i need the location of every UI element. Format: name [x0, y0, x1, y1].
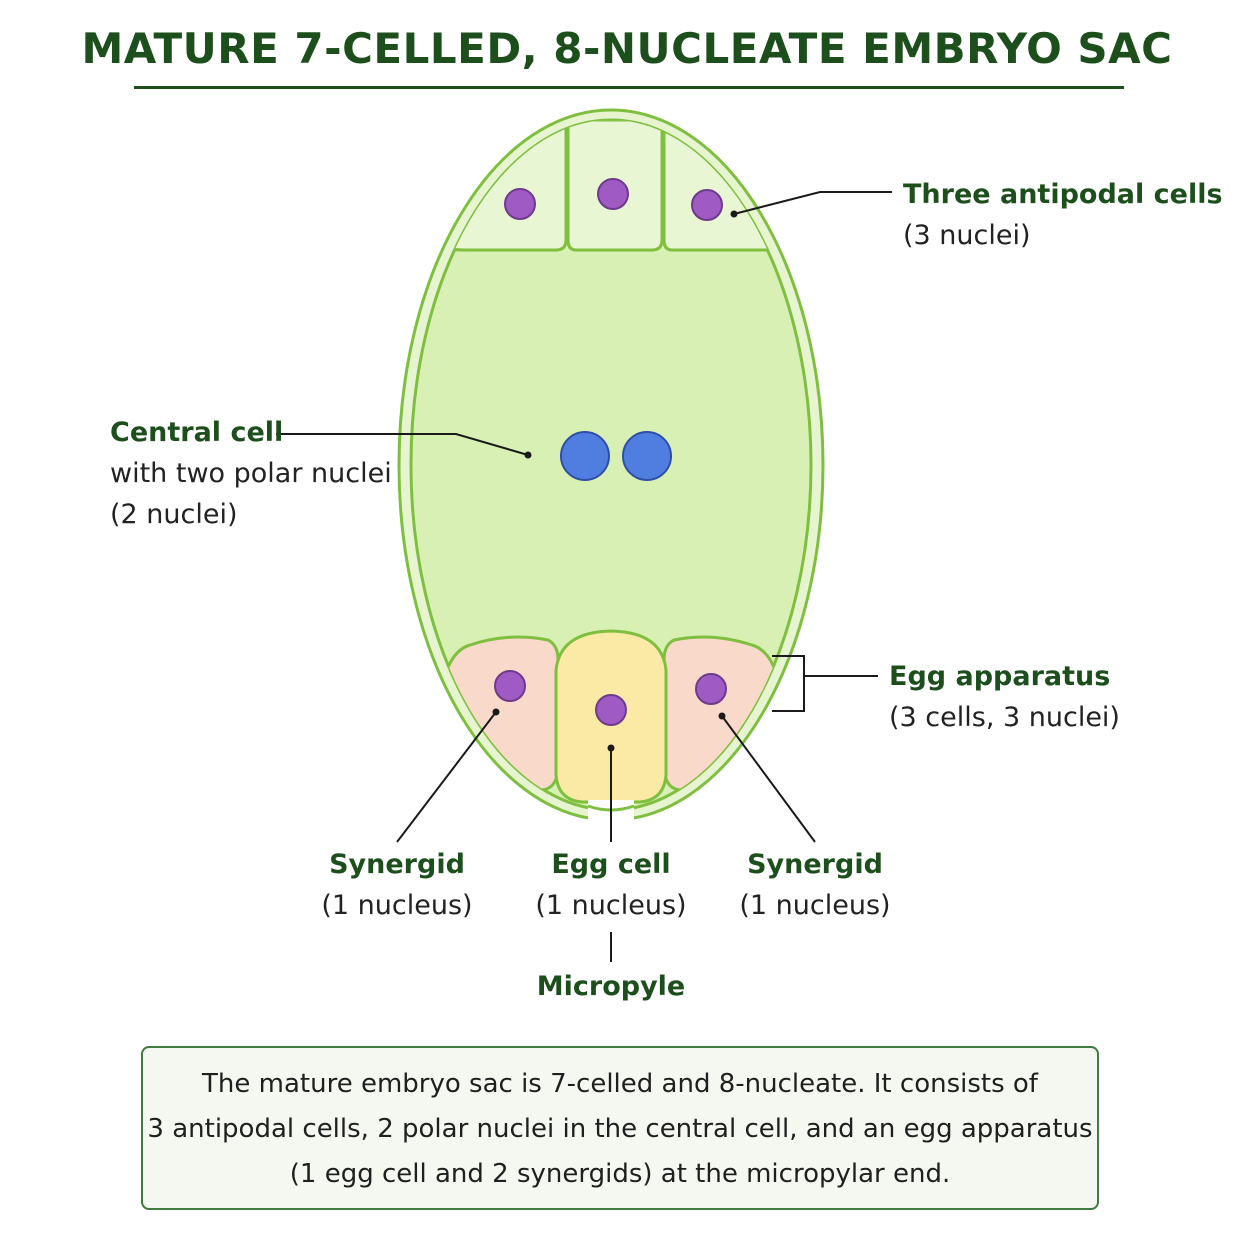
label-synergid-right-head: Synergid [747, 849, 883, 880]
label-synergid-left: Synergid (1 nucleus) [297, 844, 497, 926]
label-synergid-left-sub: (1 nucleus) [321, 890, 473, 921]
label-egg-cell: Egg cell (1 nucleus) [511, 844, 711, 926]
label-antipodal-head: Three antipodal cells [903, 179, 1223, 210]
page-title: MATURE 7-CELLED, 8-NUCLEATE EMBRYO SAC [81, 24, 1173, 73]
label-synergid-right: Synergid (1 nucleus) [715, 844, 915, 926]
label-egg-cell-head: Egg cell [551, 849, 671, 880]
caption-line-3: (1 egg cell and 2 synergids) at the micr… [289, 1159, 951, 1189]
caption-box: The mature embryo sac is 7-celled and 8-… [141, 1046, 1099, 1210]
synergid-right-leader-line [721, 715, 816, 843]
title-underline [134, 86, 1124, 89]
label-egg-apparatus-sub: (3 cells, 3 nuclei) [889, 702, 1120, 733]
label-central-sub2: (2 nuclei) [110, 499, 238, 530]
antipodal-nucleus-middle [597, 178, 629, 210]
caption-line-1: The mature embryo sac is 7-celled and 8-… [202, 1069, 1038, 1099]
label-antipodal-sub: (3 nuclei) [903, 220, 1031, 251]
polar-nucleus-right [622, 431, 672, 481]
synergid-left-nucleus [494, 670, 526, 702]
label-central-head: Central cell [110, 417, 284, 448]
label-micropyle-head: Micropyle [536, 971, 686, 1002]
label-egg-apparatus: Egg apparatus (3 cells, 3 nuclei) [889, 656, 1120, 738]
label-central-sub1: with two polar nuclei [110, 458, 392, 489]
synergid-left-leader-line [396, 711, 497, 843]
polar-nucleus-left [560, 431, 610, 481]
caption-line-2: 3 antipodal cells, 2 polar nuclei in the… [147, 1114, 1093, 1144]
label-egg-apparatus-head: Egg apparatus [889, 661, 1111, 692]
label-antipodal-cells: Three antipodal cells (3 nuclei) [903, 174, 1223, 256]
synergid-right-nucleus [695, 673, 727, 705]
antipodal-nucleus-right [691, 189, 723, 221]
label-micropyle: Micropyle [511, 966, 711, 1007]
central-cell-leader-line [276, 433, 529, 456]
label-synergid-right-sub: (1 nucleus) [739, 890, 891, 921]
label-synergid-left-head: Synergid [329, 849, 465, 880]
label-central-cell: Central cell with two polar nuclei (2 nu… [110, 412, 392, 535]
antipodal-nucleus-left [504, 188, 536, 220]
egg-nucleus [595, 694, 627, 726]
antipodal-leader-line [733, 191, 892, 215]
label-egg-cell-sub: (1 nucleus) [535, 890, 687, 921]
egg-apparatus-bracket [772, 655, 878, 712]
